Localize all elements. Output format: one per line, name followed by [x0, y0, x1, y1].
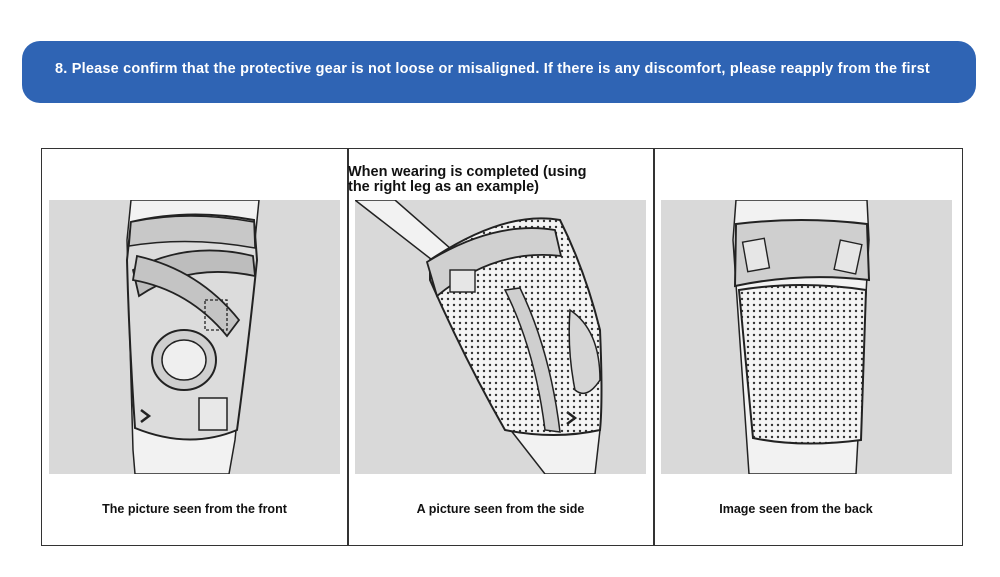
instruction-text: 8. Please confirm that the protective ge…: [55, 61, 930, 77]
panel-divider: [653, 148, 655, 546]
heading-line-1: When wearing is completed (using: [348, 164, 587, 180]
front-view-caption: The picture seen from the front: [102, 502, 287, 516]
back-view-image: [661, 200, 952, 474]
illustration-frame: [41, 148, 963, 546]
heading-line-2: the right leg as an example): [348, 179, 539, 195]
back-view-caption: Image seen from the back: [719, 502, 873, 516]
panel-divider: [347, 148, 349, 546]
illustration-heading: When wearing is completed (using the rig…: [348, 165, 586, 195]
side-view-image: [355, 200, 646, 474]
front-view-image: [49, 200, 340, 474]
instruction-banner: 8. Please confirm that the protective ge…: [22, 41, 976, 103]
side-view-caption: A picture seen from the side: [416, 502, 585, 516]
